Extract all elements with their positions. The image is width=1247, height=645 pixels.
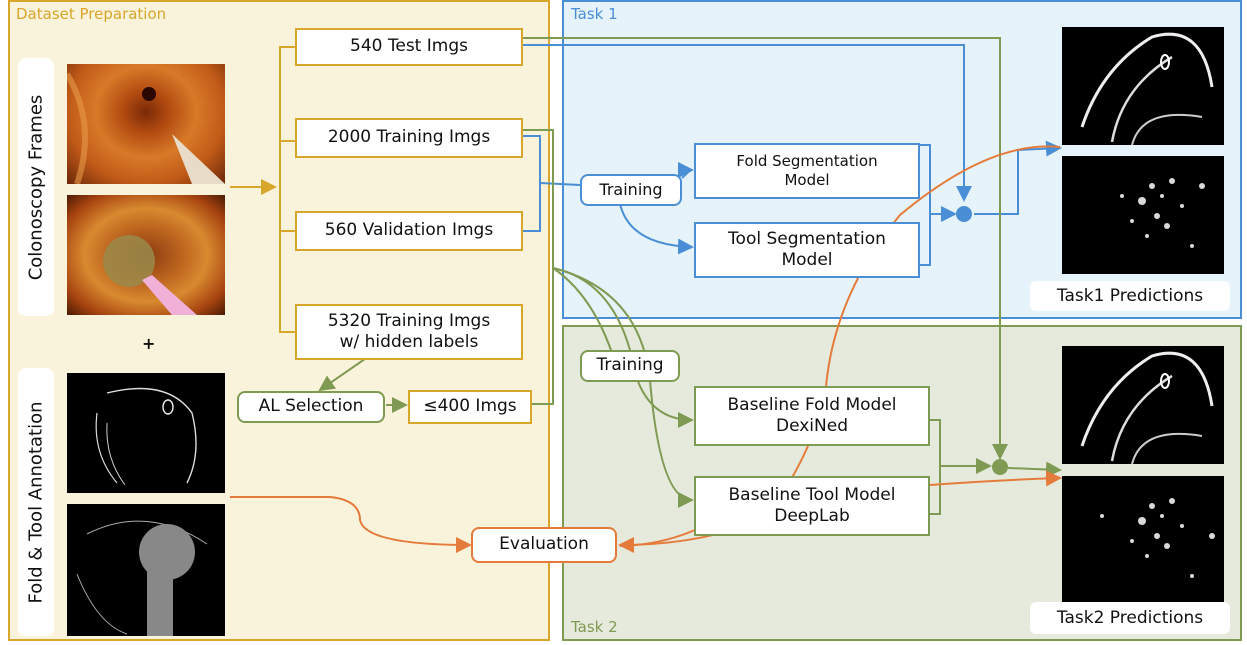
- task2-fold-prediction-image: [1062, 346, 1224, 464]
- task1-fold-prediction-image: [1062, 27, 1224, 145]
- task2-title: Task 2: [571, 618, 618, 636]
- validation-images-box: 560 Validation Imgs: [295, 211, 523, 251]
- al-selection-box: AL Selection: [237, 391, 385, 423]
- task2-predictions-label: Task2 Predictions: [1030, 602, 1230, 634]
- colonoscopy-frames-label: Colonoscopy Frames: [18, 58, 54, 316]
- task1-training-box: Training: [580, 174, 682, 206]
- annotation-label: Fold & Tool Annotation: [18, 368, 54, 636]
- task2-tool-prediction-image: [1062, 476, 1224, 604]
- task1-predictions-label: Task1 Predictions: [1030, 281, 1230, 311]
- colonoscopy-frame-1: [67, 64, 225, 184]
- selected-images-box: ≤400 Imgs: [408, 390, 532, 424]
- task2-training-box: Training: [580, 350, 680, 382]
- task1-title: Task 1: [571, 5, 618, 23]
- evaluation-box: Evaluation: [471, 527, 617, 563]
- training-images-box: 2000 Training Imgs: [295, 118, 523, 158]
- fold-annotation-image: [67, 373, 225, 493]
- test-images-box: 540 Test Imgs: [295, 28, 523, 66]
- plus-sign: +: [142, 334, 156, 353]
- dataset-preparation-title: Dataset Preparation: [16, 5, 167, 23]
- task1-tool-prediction-image: [1062, 156, 1224, 274]
- tool-annotation-image: [67, 504, 225, 636]
- colonoscopy-frame-2: [67, 195, 225, 315]
